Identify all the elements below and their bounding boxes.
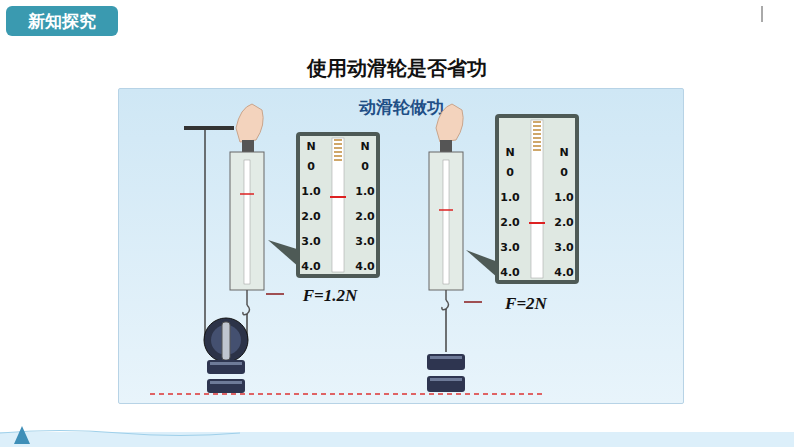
scale-number: 3.0	[355, 236, 375, 248]
scale-number: 3.0	[500, 242, 520, 254]
section-tab: 新知探究	[6, 6, 118, 36]
scale-number: 1.0	[301, 186, 321, 198]
scale-number: 0	[506, 167, 514, 179]
unit-label: N	[306, 141, 315, 153]
scale-number: 4.0	[301, 261, 321, 273]
scale-number: 1.0	[554, 192, 574, 204]
figure-panel: 动滑轮做功	[118, 88, 684, 404]
scale-number: 2.0	[554, 217, 574, 229]
panel-heading: 动滑轮做功	[359, 96, 444, 119]
unit-label: N	[360, 141, 369, 153]
scale-number: 4.0	[355, 261, 375, 273]
scale-number: 4.0	[554, 267, 574, 279]
scale-number: 2.0	[500, 217, 520, 229]
scale-number: 0	[307, 161, 315, 173]
slide-title: 使用动滑轮是否省功	[307, 57, 487, 79]
scale-number: 2.0	[355, 211, 375, 223]
scale-number: 1.0	[355, 186, 375, 198]
tab-label: 新知探究	[28, 10, 96, 33]
scale-number: 1.0	[500, 192, 520, 204]
scale-number: 2.0	[301, 211, 321, 223]
scale-number: 3.0	[554, 242, 574, 254]
unit-label: N	[559, 147, 568, 159]
scale-number: 3.0	[301, 236, 321, 248]
force-value: F=2N	[505, 295, 547, 314]
unit-label: N	[505, 147, 514, 159]
scale-number: 0	[560, 167, 568, 179]
scale-number: 4.0	[500, 267, 520, 279]
scale-number: 0	[361, 161, 369, 173]
force-value: F=1.2N	[303, 287, 358, 306]
